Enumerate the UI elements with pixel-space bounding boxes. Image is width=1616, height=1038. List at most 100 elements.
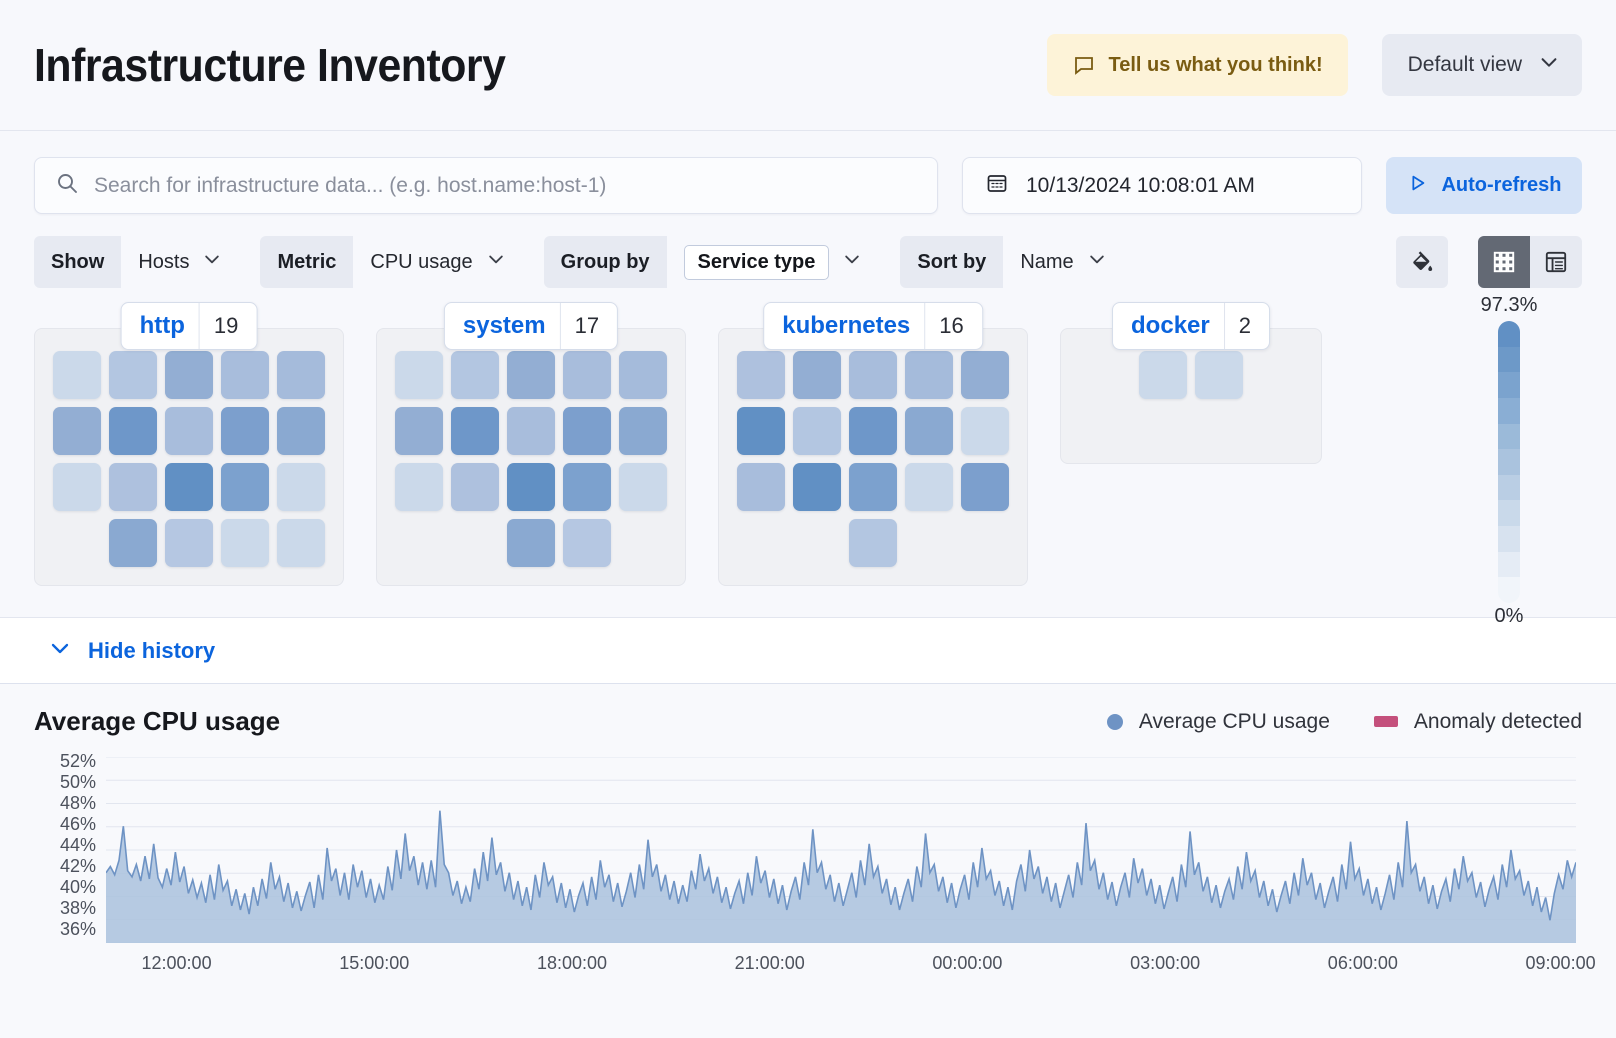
date-picker[interactable]: 10/13/2024 10:08:01 AM	[962, 157, 1362, 214]
waffle-tile[interactable]	[165, 519, 213, 567]
waffle-tile[interactable]	[563, 519, 611, 567]
waffle-tile[interactable]	[793, 463, 841, 511]
group-docker[interactable]: docker 2	[1060, 302, 1322, 464]
group-http-header[interactable]: http 19	[120, 302, 258, 350]
group-docker-header[interactable]: docker 2	[1112, 302, 1270, 350]
group-kubernetes[interactable]: kubernetes 16	[718, 302, 1028, 586]
legend-item-average-cpu-usage[interactable]: Average CPU usage	[1106, 710, 1330, 734]
waffle-tile[interactable]	[737, 407, 785, 455]
waffle-tile[interactable]	[395, 463, 443, 511]
table-view-icon[interactable]	[1530, 236, 1582, 288]
waffle-tile[interactable]	[109, 519, 157, 567]
waffle-tile[interactable]	[905, 407, 953, 455]
waffle-tile[interactable]	[53, 463, 101, 511]
waffle-tile[interactable]	[221, 407, 269, 455]
waffle-tile[interactable]	[277, 407, 325, 455]
waffle-tile[interactable]	[109, 351, 157, 399]
waffle-tile[interactable]	[165, 463, 213, 511]
waffle-tile[interactable]	[221, 463, 269, 511]
waffle-row	[53, 351, 325, 399]
waffle-tile[interactable]	[277, 463, 325, 511]
waffle-tile[interactable]	[277, 351, 325, 399]
waffle-tile[interactable]	[221, 351, 269, 399]
waffle-tile[interactable]	[395, 407, 443, 455]
waffle-tile[interactable]	[1195, 351, 1243, 399]
waffle-tile[interactable]	[563, 407, 611, 455]
waffle-row	[737, 407, 1009, 455]
filter-metric[interactable]: Metric CPU usage	[260, 236, 521, 288]
group-http-name: http	[139, 312, 185, 339]
waffle-tile[interactable]	[905, 351, 953, 399]
filter-sort-by[interactable]: Sort by Name	[900, 236, 1122, 288]
waffle-tile[interactable]	[451, 407, 499, 455]
waffle-tile[interactable]	[507, 463, 555, 511]
hide-history-toggle[interactable]: Hide history	[0, 618, 1616, 684]
filter-show[interactable]: Show Hosts	[34, 236, 238, 288]
waffle-tile[interactable]	[109, 463, 157, 511]
filter-metric-value[interactable]: CPU usage	[353, 236, 521, 288]
waffle-tile[interactable]	[451, 463, 499, 511]
grid-view-icon[interactable]	[1478, 236, 1530, 288]
waffle-tile[interactable]	[619, 407, 667, 455]
waffle-tile[interactable]	[507, 407, 555, 455]
filter-group-by-value[interactable]: Service type	[667, 236, 879, 288]
waffle-tile[interactable]	[849, 351, 897, 399]
waffle-tile[interactable]	[165, 351, 213, 399]
color-legend-step	[1498, 372, 1520, 398]
waffle-tile[interactable]	[395, 351, 443, 399]
waffle-tile[interactable]	[563, 351, 611, 399]
view-mode-toggle[interactable]	[1478, 236, 1582, 288]
waffle-tile[interactable]	[849, 519, 897, 567]
waffle-tile[interactable]	[221, 519, 269, 567]
waffle-tile[interactable]	[619, 463, 667, 511]
waffle-tile[interactable]	[277, 519, 325, 567]
waffle-tile-spacer	[737, 519, 785, 567]
waffle-tile[interactable]	[451, 351, 499, 399]
waffle-tile[interactable]	[507, 351, 555, 399]
waffle-tile[interactable]	[1139, 351, 1187, 399]
waffle-tile[interactable]	[961, 407, 1009, 455]
filter-group-by-pill: Service type	[683, 244, 830, 280]
waffle-tile[interactable]	[165, 407, 213, 455]
comment-icon	[1072, 53, 1096, 77]
waffle-tile[interactable]	[737, 463, 785, 511]
legend-item-anomaly-detected[interactable]: Anomaly detected	[1373, 710, 1582, 734]
color-legend-step	[1498, 577, 1520, 603]
feedback-button[interactable]: Tell us what you think!	[1046, 34, 1348, 96]
paint-bucket-icon[interactable]	[1396, 236, 1448, 288]
waffle-tile[interactable]	[961, 351, 1009, 399]
group-docker-count: 2	[1223, 303, 1269, 349]
filter-sort-by-label: Sort by	[900, 236, 1004, 288]
waffle-tile[interactable]	[619, 351, 667, 399]
waffle-tile[interactable]	[905, 463, 953, 511]
waffle-tile[interactable]	[961, 463, 1009, 511]
waffle-tile-spacer	[395, 519, 443, 567]
waffle-tile[interactable]	[849, 407, 897, 455]
waffle-tile-spacer	[451, 519, 499, 567]
waffle-tile[interactable]	[109, 407, 157, 455]
waffle-tile[interactable]	[53, 407, 101, 455]
filter-group-by[interactable]: Group by Service type	[543, 236, 879, 288]
filter-sort-by-value[interactable]: Name	[1003, 236, 1122, 288]
waffle-tile[interactable]	[737, 351, 785, 399]
waffle-tile[interactable]	[793, 351, 841, 399]
auto-refresh-button[interactable]: Auto-refresh	[1386, 157, 1582, 214]
search-input[interactable]: Search for infrastructure data... (e.g. …	[34, 157, 938, 214]
default-view-button[interactable]: Default view	[1381, 34, 1582, 96]
chart-x-tick: 03:00:00	[1130, 953, 1201, 973]
group-system[interactable]: system 17	[376, 302, 686, 586]
waffle-tile[interactable]	[793, 407, 841, 455]
color-legend-step	[1498, 474, 1520, 501]
waffle-tile[interactable]	[53, 351, 101, 399]
filter-show-value[interactable]: Hosts	[121, 236, 238, 288]
group-http[interactable]: http 19	[34, 302, 344, 586]
chart-y-tick: 36%	[59, 919, 96, 939]
group-kubernetes-header[interactable]: kubernetes 16	[763, 302, 983, 350]
group-system-header[interactable]: system 17	[443, 302, 619, 350]
chart-plot[interactable]	[106, 757, 1576, 943]
waffle-tile[interactable]	[849, 463, 897, 511]
chart-y-tick: 52%	[59, 751, 96, 771]
waffle-tile[interactable]	[507, 519, 555, 567]
waffle-tile[interactable]	[563, 463, 611, 511]
